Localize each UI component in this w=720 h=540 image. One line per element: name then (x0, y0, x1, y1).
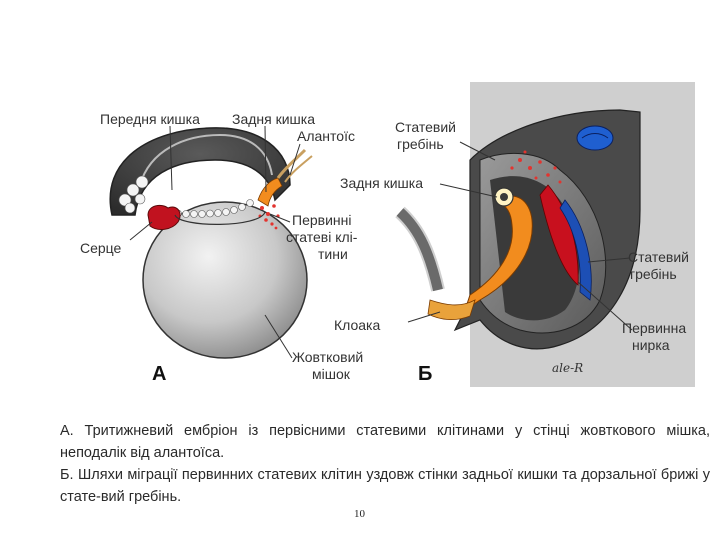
label-gonadal-ridge-top-2: гребінь (397, 136, 444, 152)
allantois-shape (276, 148, 307, 179)
label-panel-a: А (152, 363, 166, 385)
label-yolk-sac-2: мішок (312, 366, 351, 382)
germ-cells-dots-b (510, 150, 562, 184)
caption-line-a: А. Тритижневий ембріон із первісними ста… (60, 423, 710, 461)
label-allantois: Алантоїс (297, 128, 355, 144)
label-panel-b: Б (418, 363, 432, 385)
label-primary-kidney-2: нирка (632, 337, 670, 353)
label-yolk-sac-1: Жовтковий (292, 349, 363, 365)
panel-a-pointers (129, 125, 301, 359)
label-front-gut: Передня кишка (100, 111, 200, 127)
label-heart: Серце (80, 240, 122, 256)
label-primary-germ-cells-1: Первинні (292, 212, 351, 228)
gut-tube-beads (118, 175, 254, 218)
vessel-section-blue (576, 125, 614, 151)
label-gonadal-ridge-right-2: гребінь (630, 266, 677, 282)
panel-b-drawing (395, 82, 695, 387)
figure-caption: А. Тритижневий ембріон із первісними ста… (60, 420, 710, 508)
yolk-sac-shape (142, 201, 308, 359)
heart-shape (147, 204, 181, 230)
amnion-shape (139, 133, 273, 186)
embryo-body-shape (109, 127, 291, 216)
label-cloaca: Клоака (334, 317, 380, 333)
label-primary-kidney-1: Первинна (622, 320, 686, 336)
caption-line-b: Б. Шляхи міграції первинних статевих клі… (60, 467, 710, 505)
label-gonadal-ridge-right-1: Статевий (628, 249, 689, 265)
gonadal-ridge-blue (559, 199, 592, 301)
embryo-illustration: Передня кишка Задня кишка Алантоїс Серце… (80, 82, 695, 387)
hindgut-orange (257, 177, 283, 207)
label-gonadal-ridge-top-1: Статевий (395, 119, 456, 135)
cloaca-shape (427, 299, 476, 320)
panel-a-drawing (109, 127, 313, 359)
label-hind-gut-a: Задня кишка (232, 111, 315, 127)
label-primary-germ-cells-2: статеві клі- (286, 229, 358, 245)
page-number: 10 (354, 508, 365, 520)
artist-signature: ale-R (552, 361, 583, 375)
panel-b-pointers (407, 141, 633, 331)
label-hind-gut-b: Задня кишка (340, 175, 423, 191)
label-primary-germ-cells-3: тини (318, 246, 348, 262)
